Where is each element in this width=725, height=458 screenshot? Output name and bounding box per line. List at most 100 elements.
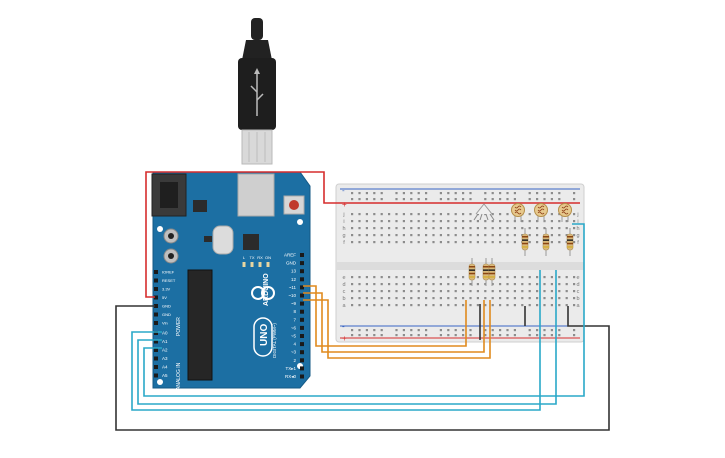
terminal-hole[interactable] (358, 304, 361, 307)
terminal-hole[interactable] (543, 297, 546, 300)
rail-hole[interactable] (513, 329, 516, 332)
terminal-hole[interactable] (395, 220, 398, 223)
terminal-hole[interactable] (521, 283, 524, 286)
terminal-hole[interactable] (358, 241, 361, 244)
terminal-hole[interactable] (402, 283, 405, 286)
terminal-hole[interactable] (491, 304, 494, 307)
terminal-hole[interactable] (380, 241, 383, 244)
terminal-hole[interactable] (447, 304, 450, 307)
rail-hole[interactable] (491, 334, 494, 337)
terminal-hole[interactable] (358, 220, 361, 223)
rail-hole[interactable] (380, 334, 383, 337)
terminal-hole[interactable] (373, 227, 376, 230)
terminal-hole[interactable] (528, 241, 531, 244)
terminal-hole[interactable] (439, 290, 442, 293)
terminal-hole[interactable] (402, 241, 405, 244)
terminal-hole[interactable] (469, 241, 472, 244)
rail-hole[interactable] (462, 329, 465, 332)
terminal-hole[interactable] (513, 234, 516, 237)
rail-hole[interactable] (550, 334, 553, 337)
terminal-hole[interactable] (462, 276, 465, 279)
terminal-hole[interactable] (351, 283, 354, 286)
terminal-hole[interactable] (536, 283, 539, 286)
terminal-hole[interactable] (565, 241, 568, 244)
terminal-hole[interactable] (521, 290, 524, 293)
terminal-hole[interactable] (491, 290, 494, 293)
terminal-hole[interactable] (358, 276, 361, 279)
power-pin[interactable] (154, 270, 158, 274)
rail-hole[interactable] (484, 198, 487, 201)
terminal-hole[interactable] (447, 220, 450, 223)
terminal-hole[interactable] (417, 241, 420, 244)
rail-hole[interactable] (462, 334, 465, 337)
terminal-hole[interactable] (476, 276, 479, 279)
rail-hole[interactable] (573, 334, 576, 337)
terminal-hole[interactable] (528, 290, 531, 293)
terminal-hole[interactable] (454, 241, 457, 244)
terminal-hole[interactable] (373, 213, 376, 216)
terminal-hole[interactable] (491, 227, 494, 230)
rail-hole[interactable] (395, 334, 398, 337)
terminal-hole[interactable] (425, 227, 428, 230)
digital-pin[interactable] (300, 358, 304, 363)
terminal-hole[interactable] (417, 290, 420, 293)
terminal-hole[interactable] (365, 234, 368, 237)
power-pin[interactable] (154, 287, 158, 291)
terminal-hole[interactable] (454, 220, 457, 223)
rail-hole[interactable] (536, 329, 539, 332)
terminal-hole[interactable] (573, 220, 576, 223)
resistor-led-2[interactable] (482, 258, 490, 286)
resistor-led-1[interactable] (468, 258, 476, 286)
rail-hole[interactable] (550, 198, 553, 201)
rail-hole[interactable] (439, 192, 442, 195)
power-pin[interactable] (154, 312, 158, 317)
power-pin[interactable] (154, 321, 158, 325)
terminal-hole[interactable] (558, 297, 561, 300)
rail-hole[interactable] (410, 329, 413, 332)
terminal-hole[interactable] (425, 241, 428, 244)
rail-hole[interactable] (506, 329, 509, 332)
terminal-hole[interactable] (565, 227, 568, 230)
rail-hole[interactable] (499, 198, 502, 201)
rail-hole[interactable] (462, 192, 465, 195)
rail-hole[interactable] (410, 334, 413, 337)
terminal-hole[interactable] (558, 283, 561, 286)
terminal-hole[interactable] (499, 213, 502, 216)
terminal-hole[interactable] (358, 297, 361, 300)
terminal-hole[interactable] (373, 283, 376, 286)
terminal-hole[interactable] (358, 227, 361, 230)
terminal-hole[interactable] (528, 213, 531, 216)
terminal-hole[interactable] (536, 234, 539, 237)
terminal-hole[interactable] (476, 290, 479, 293)
rail-hole[interactable] (484, 192, 487, 195)
terminal-hole[interactable] (499, 297, 502, 300)
terminal-hole[interactable] (351, 234, 354, 237)
terminal-hole[interactable] (506, 304, 509, 307)
terminal-hole[interactable] (410, 227, 413, 230)
terminal-hole[interactable] (447, 276, 450, 279)
terminal-hole[interactable] (365, 283, 368, 286)
rail-hole[interactable] (573, 192, 576, 195)
analog-pin[interactable] (154, 339, 158, 344)
terminal-hole[interactable] (454, 297, 457, 300)
terminal-hole[interactable] (380, 297, 383, 300)
terminal-hole[interactable] (410, 276, 413, 279)
rail-hole[interactable] (402, 192, 405, 195)
terminal-hole[interactable] (484, 241, 487, 244)
terminal-hole[interactable] (351, 220, 354, 223)
rgb-led[interactable] (473, 203, 495, 221)
terminal-hole[interactable] (476, 304, 479, 307)
terminal-hole[interactable] (402, 304, 405, 307)
terminal-hole[interactable] (499, 304, 502, 307)
terminal-hole[interactable] (402, 297, 405, 300)
terminal-hole[interactable] (484, 297, 487, 300)
terminal-hole[interactable] (573, 241, 576, 244)
terminal-hole[interactable] (417, 234, 420, 237)
rail-hole[interactable] (528, 329, 531, 332)
rail-hole[interactable] (365, 329, 368, 332)
terminal-hole[interactable] (558, 290, 561, 293)
rail-hole[interactable] (491, 329, 494, 332)
terminal-hole[interactable] (454, 304, 457, 307)
wire-pin11-led[interactable] (303, 285, 467, 347)
